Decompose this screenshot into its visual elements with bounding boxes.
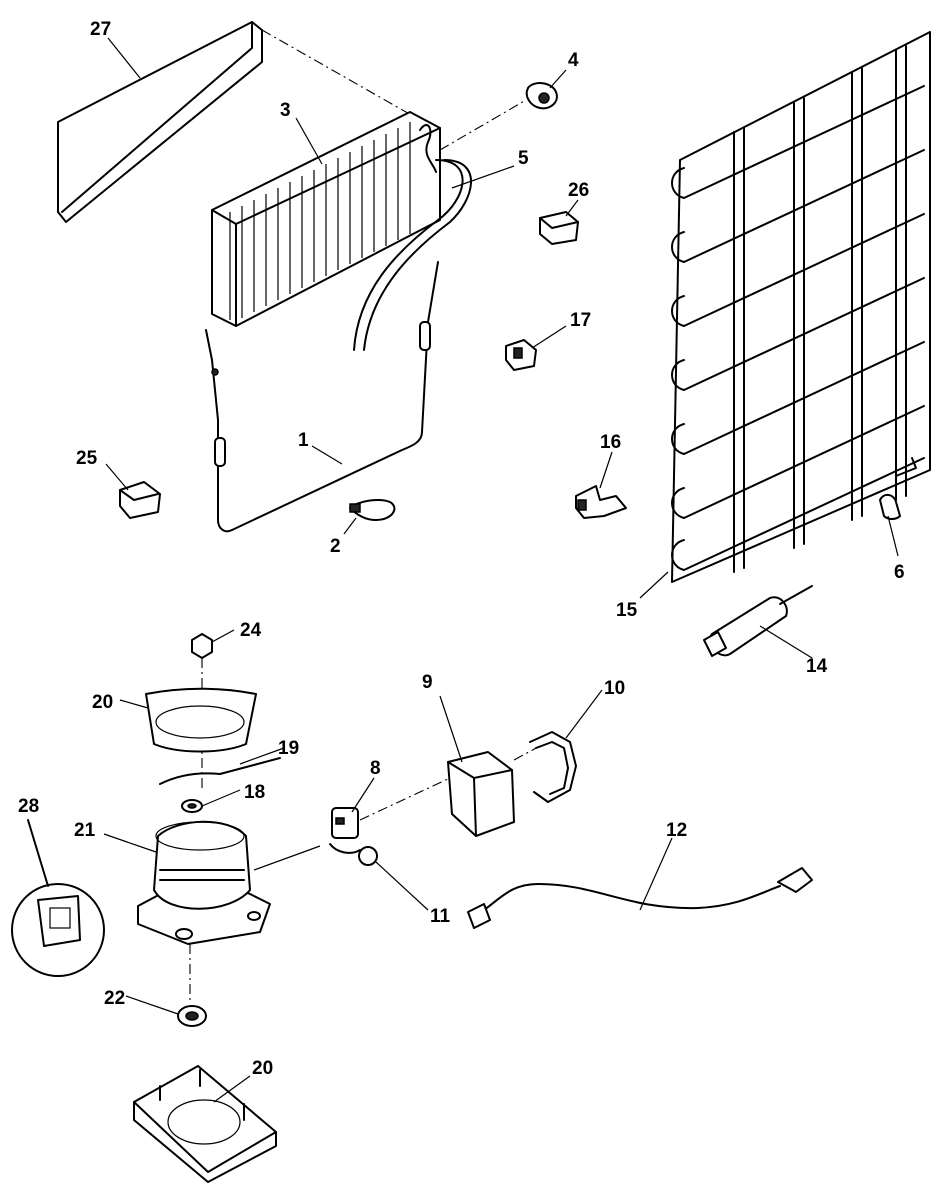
- label-2: 2: [330, 536, 341, 557]
- label-21: 21: [74, 820, 96, 841]
- part-8-relay: [331, 777, 451, 839]
- label-3: 3: [280, 100, 291, 121]
- label-17: 17: [570, 310, 591, 331]
- label-22: 22: [104, 988, 125, 1009]
- label-5: 5: [518, 148, 529, 169]
- part-4-clip: [439, 82, 558, 151]
- part-20-base-plate: [133, 1065, 277, 1183]
- label-18: 18: [244, 782, 265, 803]
- part-6-clip: [879, 494, 901, 520]
- label-27: 27: [90, 19, 111, 40]
- part-25-clip: [119, 481, 161, 519]
- label-9: 9: [422, 672, 433, 693]
- part-17-clip: [505, 339, 537, 371]
- callout-labels: 27 3 4 5 26 17 1 25 2 16 6 15 14 24 20 1…: [18, 19, 905, 1079]
- label-26: 26: [568, 180, 589, 201]
- part-26-bracket: [539, 211, 579, 245]
- part-12-power-cord: [467, 867, 813, 929]
- part-21-compressor: [137, 820, 321, 945]
- part-9-cover: [447, 745, 541, 837]
- part-16-bracket: [575, 485, 627, 519]
- label-1: 1: [298, 430, 309, 451]
- label-20-upper: 20: [92, 692, 113, 713]
- label-10: 10: [604, 678, 625, 699]
- part-11-overload: [329, 843, 378, 866]
- callout-leaders: [103, 37, 899, 1103]
- part-10-clip: [529, 731, 577, 803]
- label-11: 11: [430, 906, 451, 927]
- label-24: 24: [240, 620, 262, 641]
- label-25: 25: [76, 448, 98, 469]
- label-15: 15: [616, 600, 638, 621]
- part-20-upper-cover: [145, 687, 257, 753]
- part-27-insulation-panel: [57, 21, 421, 223]
- part-1-capillary-tube: [205, 261, 439, 533]
- label-4: 4: [568, 50, 579, 71]
- part-15-condenser: [671, 31, 931, 583]
- label-28: 28: [18, 796, 39, 817]
- part-2-clamp: [349, 499, 396, 521]
- part-5-tubing: [353, 159, 472, 351]
- part-19-wire: [159, 757, 281, 785]
- part-14-drier: [703, 585, 813, 657]
- part-22-grommet: [177, 944, 207, 1027]
- part-18-washer: [181, 799, 203, 813]
- label-19: 19: [278, 738, 299, 759]
- label-20-lower: 20: [252, 1058, 273, 1079]
- part-3-evaporator: [211, 111, 441, 327]
- part-28-inset-detail: [11, 819, 105, 977]
- label-12: 12: [666, 820, 687, 841]
- label-8: 8: [370, 758, 381, 779]
- label-14: 14: [806, 656, 828, 677]
- label-16: 16: [600, 432, 621, 453]
- label-6: 6: [894, 562, 905, 583]
